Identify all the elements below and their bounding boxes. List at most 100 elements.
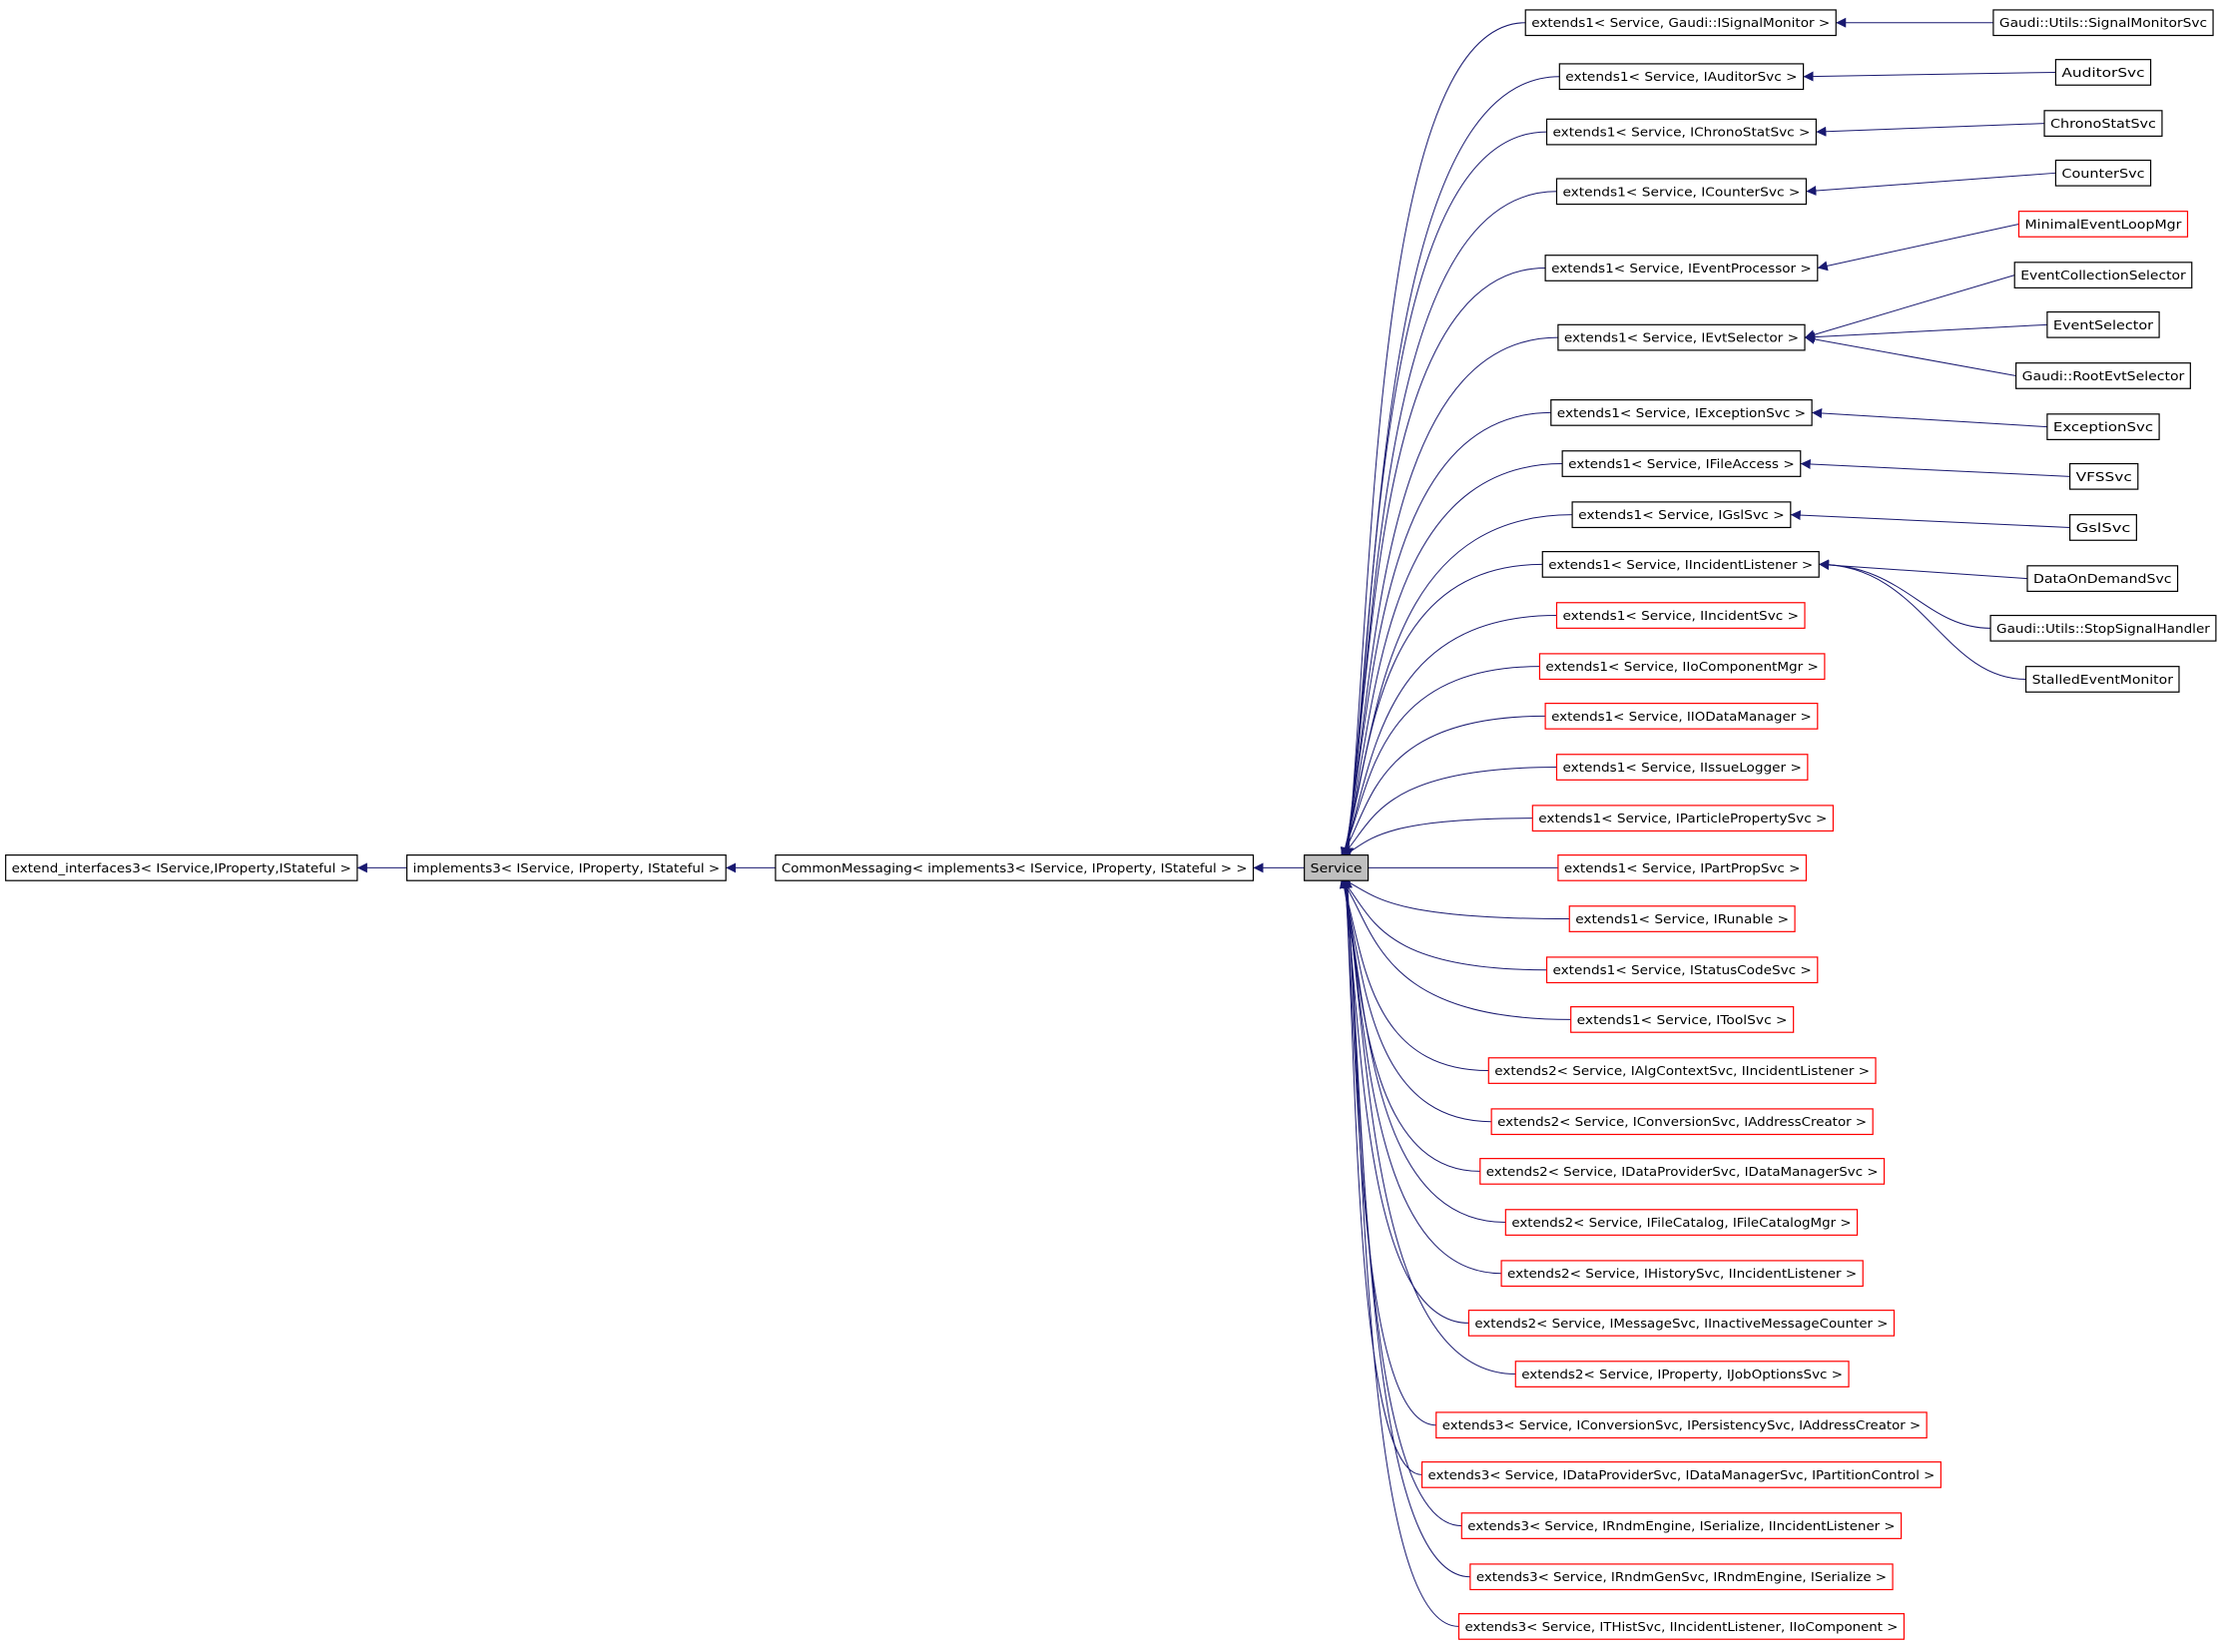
class-node-implements3[interactable]: implements3< IService, IProperty, IState…: [406, 854, 727, 881]
class-node-ext-evt-selector[interactable]: extends1< Service, IEvtSelector >: [1557, 323, 1806, 351]
edge-ext-status-code-svc-to-service: [1340, 877, 1547, 971]
class-node-ext2-alg-context[interactable]: extends2< Service, IAlgContextSvc, IInci…: [1487, 1057, 1877, 1084]
class-node-ext-counter-svc[interactable]: extends1< Service, ICounterSvc >: [1555, 178, 1808, 206]
class-node-ext-tool-svc[interactable]: extends1< Service, IToolSvc >: [1570, 1006, 1795, 1033]
class-node-ext2-history[interactable]: extends2< Service, IHistorySvc, IInciden…: [1500, 1260, 1864, 1288]
class-node-ext-gsl-svc[interactable]: extends1< Service, IGslSvc >: [1571, 501, 1792, 529]
class-node-label: extends2< Service, IHistorySvc, IInciden…: [1507, 1266, 1857, 1281]
edge-ext-auditor-svc-to-service: [1343, 76, 1560, 858]
class-node-label: extends3< Service, ITHistSvc, IIncidentL…: [1464, 1619, 1898, 1634]
class-node-box: [1457, 1613, 1906, 1640]
edge-data-on-demand-svc-to-ext-incident-listener: [1819, 560, 2028, 580]
class-node-chrono-stat-svc[interactable]: ChronoStatSvc: [2043, 110, 2163, 137]
class-node-label: extends1< Service, ICounterSvc >: [1562, 184, 1800, 199]
class-node-ext-runable[interactable]: extends1< Service, IRunable >: [1568, 905, 1796, 932]
class-node-ext3-rndm-gen[interactable]: extends3< Service, IRndmGenSvc, IRndmEng…: [1469, 1563, 1894, 1591]
class-node-common-messaging[interactable]: CommonMessaging< implements3< IService, …: [775, 854, 1255, 881]
edge-ext-issue-logger-to-service: [1340, 767, 1557, 858]
class-node-ext-file-access[interactable]: extends1< Service, IFileAccess >: [1561, 450, 1802, 477]
edge-ext-io-component-mgr-to-service: [1341, 666, 1540, 858]
class-node-vfs-svc[interactable]: VFSSvc: [2069, 462, 2139, 490]
edge-ext-incident-svc-to-service: [1341, 615, 1557, 858]
class-node-box: [1544, 255, 1819, 281]
class-node-box: [1420, 1461, 1942, 1488]
edge-vfs-svc-to-ext-file-access: [1800, 459, 2070, 477]
class-node-box: [1487, 1057, 1877, 1084]
edge-ext3-conversion-to-service: [1341, 877, 1436, 1426]
edge-ext-runable-to-service: [1340, 876, 1570, 920]
class-node-ext-auditor-svc[interactable]: extends1< Service, IAuditorSvc >: [1558, 63, 1805, 91]
edge-ext3-data-provider-to-service: [1341, 877, 1422, 1475]
class-node-ext-issue-logger[interactable]: extends1< Service, IIssueLogger >: [1555, 754, 1809, 781]
class-node-ext-part-prop-svc[interactable]: extends1< Service, IPartPropSvc >: [1557, 854, 1808, 881]
class-node-label: extends3< Service, IRndmGenSvc, IRndmEng…: [1476, 1569, 1887, 1584]
class-node-box: [1550, 399, 1813, 426]
class-node-ext-exception-svc[interactable]: extends1< Service, IExceptionSvc >: [1550, 399, 1813, 426]
class-node-ext3-conversion[interactable]: extends3< Service, IConversionSvc, IPers…: [1435, 1411, 1928, 1439]
class-node-box: [1545, 118, 1817, 146]
class-node-box: [1544, 703, 1819, 730]
class-node-label: VFSSvc: [2076, 469, 2132, 484]
class-node-label: CounterSvc: [2061, 166, 2144, 181]
class-node-stop-signal-handler[interactable]: Gaudi::Utils::StopSignalHandler: [1989, 614, 2217, 642]
class-node-exception-svc[interactable]: ExceptionSvc: [2046, 413, 2160, 440]
class-node-label: extends1< Service, IChronoStatSvc >: [1553, 125, 1811, 140]
class-node-box: [2015, 362, 2191, 389]
class-node-box: [2043, 110, 2163, 137]
class-node-ext-particle-property-svc[interactable]: extends1< Service, IParticlePropertySvc …: [1531, 805, 1835, 832]
class-node-box: [1555, 754, 1809, 781]
class-node-ext2-data-provider[interactable]: extends2< Service, IDataProviderSvc, IDa…: [1479, 1158, 1886, 1185]
class-node-signal-monitor-svc[interactable]: Gaudi::Utils::SignalMonitorSvc: [1992, 9, 2214, 37]
edge-ext3-rndm-gen-to-service: [1342, 877, 1470, 1578]
class-node-minimal-event-loop-mgr[interactable]: MinimalEventLoopMgr: [2017, 211, 2189, 238]
class-node-ext3-thist[interactable]: extends3< Service, ITHistSvc, IIncidentL…: [1457, 1613, 1906, 1640]
class-node-box: [1570, 1006, 1795, 1033]
class-node-ext2-message[interactable]: extends2< Service, IMessageSvc, IInactiv…: [1467, 1310, 1896, 1337]
class-node-box: [2046, 310, 2160, 338]
class-node-ext3-data-provider[interactable]: extends3< Service, IDataProviderSvc, IDa…: [1420, 1461, 1942, 1488]
class-node-ext-status-code-svc[interactable]: extends1< Service, IStatusCodeSvc >: [1545, 956, 1819, 984]
edge-chrono-stat-svc-to-ext-chrono-stat-svc: [1816, 123, 2045, 137]
class-node-ext-io-component-mgr[interactable]: extends1< Service, IIoComponentMgr >: [1538, 653, 1826, 681]
edge-stalled-event-monitor-to-ext-incident-listener: [1819, 559, 2026, 680]
class-node-label: extends1< Service, IRunable >: [1575, 911, 1789, 926]
class-node-label: MinimalEventLoopMgr: [2024, 217, 2182, 232]
class-node-auditor-svc[interactable]: AuditorSvc: [2054, 59, 2152, 86]
class-node-label: extends1< Service, IToolSvc >: [1577, 1012, 1788, 1027]
class-node-ext2-property[interactable]: extends2< Service, IProperty, IJobOption…: [1514, 1361, 1850, 1387]
class-node-service[interactable]: Service: [1304, 854, 1370, 881]
class-node-box: [1989, 614, 2217, 642]
class-node-root-evt-selector[interactable]: Gaudi::RootEvtSelector: [2015, 362, 2191, 389]
class-node-ext-io-data-manager[interactable]: extends1< Service, IIODataManager >: [1544, 703, 1819, 730]
edge-minimal-event-loop-mgr-to-ext-event-processor: [1817, 223, 2019, 272]
edge-event-collection-selector-to-ext-evt-selector: [1804, 275, 2015, 340]
class-node-box: [2069, 514, 2137, 541]
class-node-counter-svc[interactable]: CounterSvc: [2054, 159, 2152, 187]
class-node-gsl-svc[interactable]: GslSvc: [2069, 514, 2137, 541]
class-node-ext-event-processor[interactable]: extends1< Service, IEventProcessor >: [1544, 255, 1819, 281]
class-node-event-selector[interactable]: EventSelector: [2046, 310, 2160, 338]
class-node-box: [1545, 956, 1819, 984]
class-node-extend-interfaces3[interactable]: extend_interfaces3< IService,IProperty,I…: [5, 854, 358, 881]
class-node-ext2-file-catalog[interactable]: extends2< Service, IFileCatalog, IFileCa…: [1504, 1209, 1859, 1236]
class-node-ext-chrono-stat-svc[interactable]: extends1< Service, IChronoStatSvc >: [1545, 118, 1817, 146]
class-node-label: StalledEventMonitor: [2032, 672, 2174, 687]
class-node-ext-incident-svc[interactable]: extends1< Service, IIncidentSvc >: [1555, 602, 1806, 629]
class-node-label: extends1< Service, Gaudi::ISignalMonitor…: [1531, 15, 1830, 30]
edge-exception-svc-to-ext-exception-svc: [1812, 408, 2047, 428]
class-node-stalled-event-monitor[interactable]: StalledEventMonitor: [2024, 666, 2180, 693]
class-node-event-collection-selector[interactable]: EventCollectionSelector: [2013, 262, 2193, 288]
class-node-label: extends1< Service, IIODataManager >: [1551, 709, 1812, 724]
class-node-box: [1538, 653, 1826, 681]
class-node-data-on-demand-svc[interactable]: DataOnDemandSvc: [2026, 565, 2179, 592]
class-node-ext2-conversion[interactable]: extends2< Service, IConversionSvc, IAddr…: [1490, 1108, 1874, 1136]
edge-ext-io-data-manager-to-service: [1340, 715, 1546, 858]
edge-stop-signal-handler-to-ext-incident-listener: [1819, 559, 1991, 629]
class-node-box: [2013, 262, 2193, 288]
class-node-label: Gaudi::Utils::StopSignalHandler: [1996, 621, 2211, 636]
class-node-box: [1435, 1411, 1928, 1439]
class-node-ext-incident-listener[interactable]: extends1< Service, IIncidentListener >: [1541, 551, 1820, 578]
class-node-ext3-rndm-engine[interactable]: extends3< Service, IRndmEngine, ISeriali…: [1460, 1512, 1903, 1539]
edge-ext2-file-catalog-to-service: [1340, 877, 1506, 1224]
class-node-ext-signal-monitor[interactable]: extends1< Service, Gaudi::ISignalMonitor…: [1524, 9, 1837, 37]
